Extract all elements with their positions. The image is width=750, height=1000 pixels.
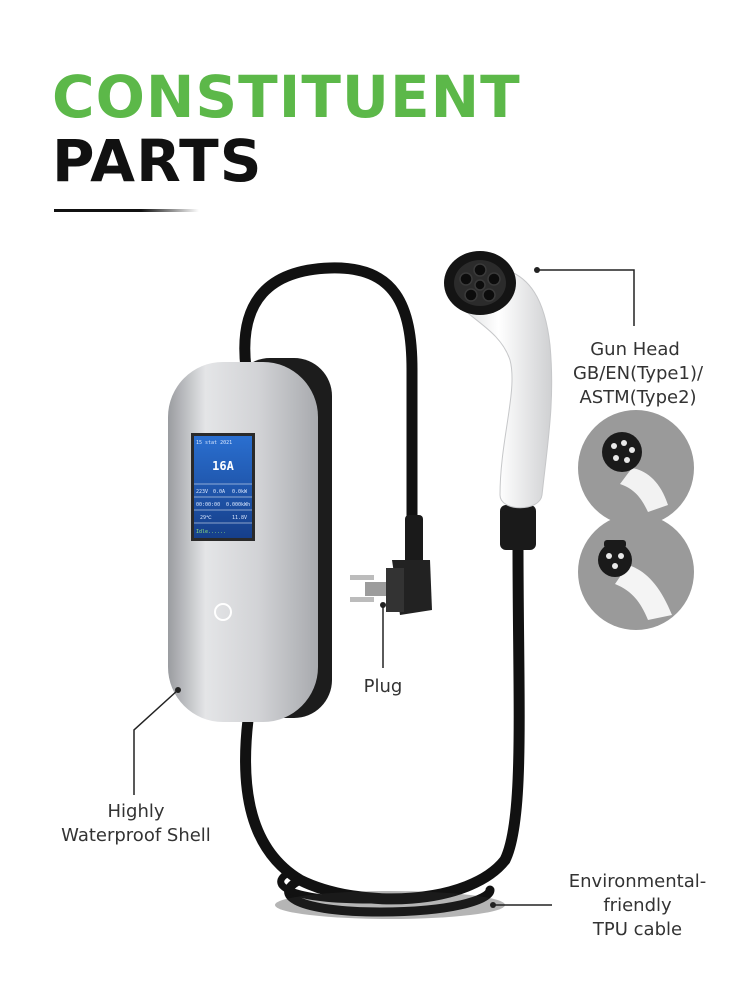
gun-head-label: Gun Head bbox=[575, 338, 695, 362]
gun-head-label-types: GB/EN(Type1)/ ASTM(Type2) bbox=[548, 362, 728, 410]
heading-line-1: CONSTITUENT bbox=[52, 63, 521, 131]
control-box bbox=[168, 358, 332, 722]
lcd-contents: 15 stat 2021 16A 223V 0.0A 0.0kW 00:00:0… bbox=[194, 440, 252, 535]
lcd-status: 15 stat 2021 bbox=[196, 440, 232, 446]
lcd-temperature: 29℃ bbox=[200, 515, 212, 521]
cable-shadow bbox=[275, 891, 505, 919]
shell-leader bbox=[133, 689, 179, 795]
lcd-screen bbox=[194, 436, 252, 538]
lcd-voltage: 223V bbox=[196, 489, 208, 495]
lcd-amps: 0.0A bbox=[213, 489, 225, 495]
gun-head bbox=[444, 251, 553, 550]
lcd-time: 00:00:00 bbox=[196, 502, 220, 508]
shell-label-line-2: Waterproof Shell bbox=[61, 825, 211, 846]
connector-variant-type2 bbox=[578, 514, 694, 630]
leader-lines bbox=[133, 269, 635, 906]
cable-label-line-1: Environmental- bbox=[568, 871, 707, 892]
gun-head-label-line-2: GB/EN(Type1)/ bbox=[572, 363, 704, 384]
lcd-aux-voltage: 11.8V bbox=[232, 515, 247, 521]
gun-head-label-line-1: Gun Head bbox=[590, 339, 680, 360]
cable-label: Environmental- friendly TPU cable bbox=[545, 870, 730, 942]
lcd-power: 0.0kW bbox=[232, 489, 248, 495]
gun-head-label-line-3: ASTM(Type2) bbox=[579, 387, 697, 408]
cable-label-line-2: friendly bbox=[603, 895, 672, 916]
plug bbox=[350, 515, 432, 615]
cable-label-line-3: TPU cable bbox=[592, 919, 683, 940]
shell-label-line-1: Highly bbox=[107, 801, 165, 822]
cable bbox=[239, 262, 525, 917]
plug-label: Plug bbox=[363, 676, 403, 697]
connector-variant-type1 bbox=[578, 410, 694, 526]
power-button-icon bbox=[214, 603, 232, 621]
gun-head-leader bbox=[537, 269, 635, 326]
heading-underline bbox=[54, 209, 199, 212]
lcd-energy: 0.000kWh bbox=[226, 502, 250, 508]
shell-label: Highly Waterproof Shell bbox=[36, 800, 236, 848]
lcd-state: Idle...... bbox=[196, 529, 226, 535]
lcd-current: 16A bbox=[212, 459, 234, 473]
heading-line-2: PARTS bbox=[52, 127, 263, 195]
